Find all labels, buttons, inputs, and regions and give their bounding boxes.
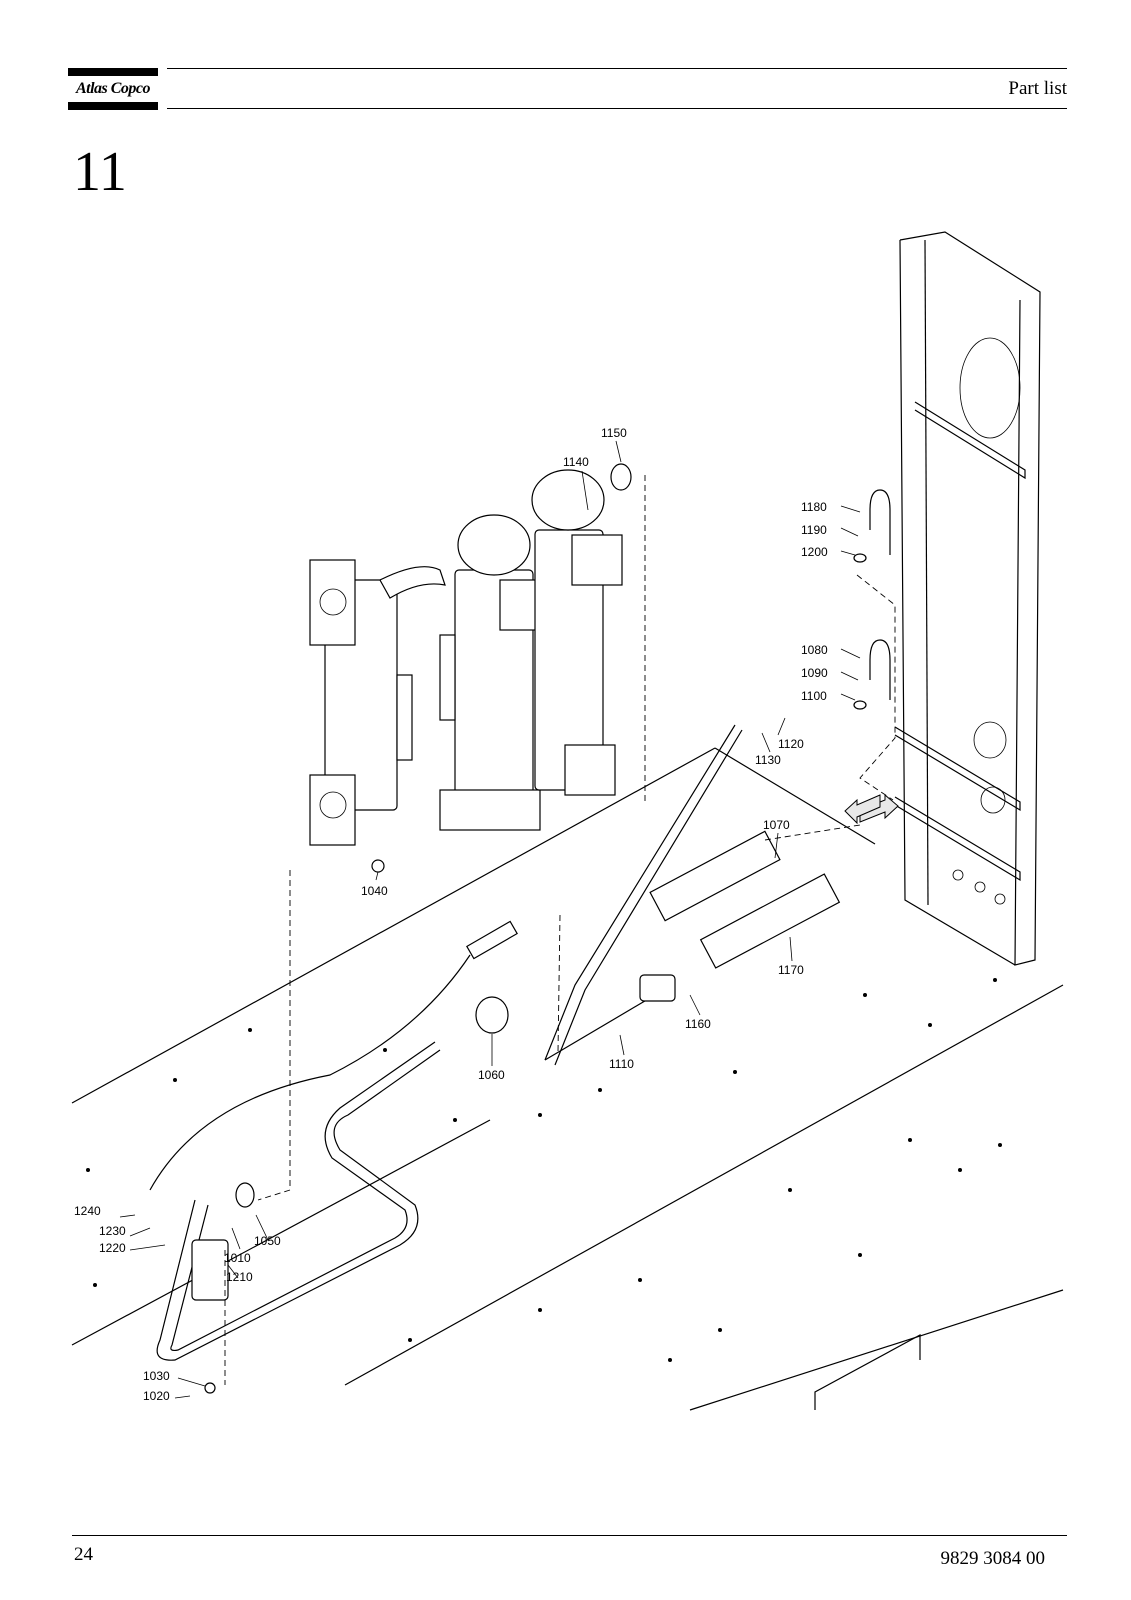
header-rule-top [167,68,1067,69]
callout-1080: 1080 [801,643,828,657]
side-panel [844,231,1041,966]
callout-1010: 1010 [224,1251,251,1265]
logo-top-bar [68,68,158,76]
page-title: Part list [1008,78,1067,99]
callout-leaders [119,440,861,1399]
callout-1130: 1130 [755,753,781,767]
section-number: 11 [73,141,127,203]
page-number: 24 [74,1544,93,1565]
callout-1030: 1030 [143,1369,170,1383]
callout-1230: 1230 [99,1224,126,1238]
assembly-guide-lines [224,475,896,1385]
callout-1150: 1150 [601,426,627,440]
callout-1110: 1110 [609,1057,634,1071]
callout-1060: 1060 [478,1068,505,1082]
header-rule-bottom [167,108,1067,109]
callout-1210: 1210 [226,1270,253,1284]
logo-wordmark: Atlas Copco [75,80,151,97]
cooler-assembly [309,469,623,846]
callout-1100: 1100 [801,689,827,703]
callout-1170: 1170 [778,963,804,977]
callout-1020: 1020 [143,1389,170,1403]
callout-1050: 1050 [254,1234,281,1248]
base-frame [71,747,1064,1411]
callout-1140: 1140 [563,455,589,469]
callout-labels: 1150 1140 1180 1190 1200 1080 1090 1100 … [74,426,828,1403]
callout-1220: 1220 [99,1241,126,1255]
callout-1040: 1040 [361,884,388,898]
document-number: 9829 3084 00 [940,1548,1046,1569]
callout-1090: 1090 [801,666,828,680]
callout-1200: 1200 [801,545,828,559]
logo-bottom-bar [68,102,158,110]
callout-1190: 1190 [801,523,827,537]
footer-rule [72,1535,1067,1536]
atlas-copco-logo: Atlas Copco [68,68,158,110]
callout-1240: 1240 [74,1204,101,1218]
callout-1070: 1070 [763,818,790,832]
callout-1120: 1120 [778,737,804,751]
mounting-holes [86,978,1002,1362]
callout-1180: 1180 [801,500,827,514]
piping [149,463,841,1361]
callout-1160: 1160 [685,1017,711,1031]
